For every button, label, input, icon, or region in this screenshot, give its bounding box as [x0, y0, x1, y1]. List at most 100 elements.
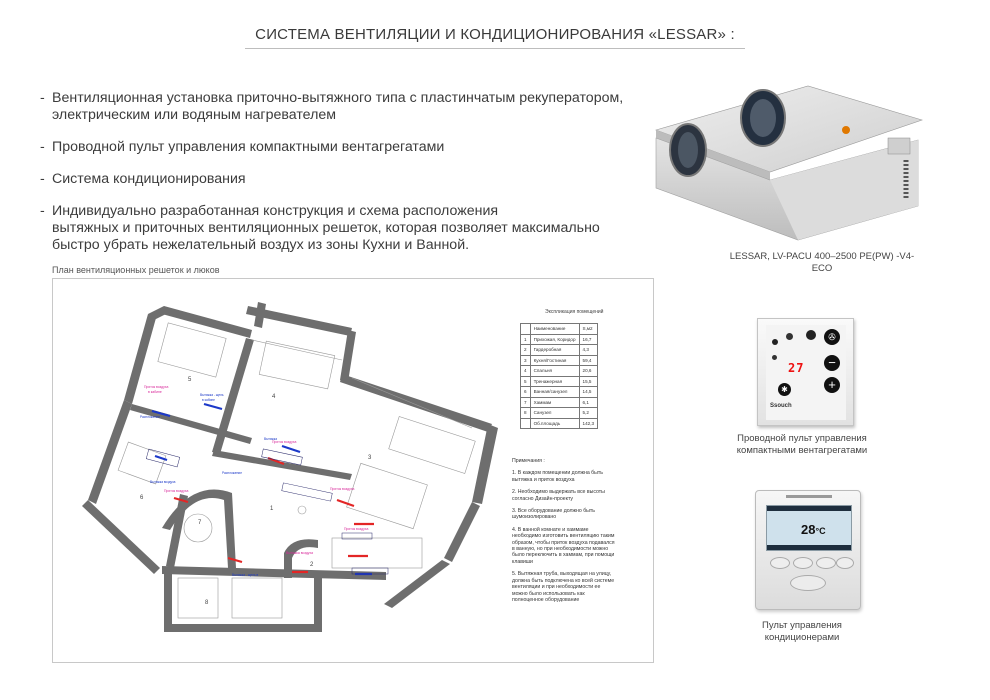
explication-title: Экспликация помещений: [545, 309, 604, 315]
feature-text: Система кондиционирования: [52, 171, 246, 187]
table-cell: 142,3: [578, 417, 599, 429]
table-cell: 8: [520, 407, 531, 419]
table-cell: 5,2: [578, 407, 599, 419]
fan-icon: ✇: [824, 329, 840, 345]
table-cell: 59,4: [578, 354, 599, 366]
ac-display-footer: [767, 545, 851, 550]
ventilation-panel-caption: Проводной пульт управления компактными в…: [736, 433, 868, 456]
feature-item: -Проводной пульт управления компактными …: [40, 139, 640, 156]
ac-button[interactable]: [790, 575, 826, 591]
ac-button[interactable]: [836, 557, 854, 569]
feature-item: -Система кондиционирования: [40, 171, 640, 188]
plan-caption: План вентиляционных решеток и люков: [52, 265, 220, 275]
indicator-dot: [786, 333, 793, 340]
svg-text:Вытяжка - щель в: Вытяжка - щель в: [232, 573, 258, 577]
unit-caption: LESSAR, LV-PACU 400–2500 PE(PW) -V4-ECO: [729, 251, 915, 274]
svg-text:Распложение: Распложение: [140, 415, 160, 419]
feature-text: Вентиляционная установка приточно-вытяжн…: [52, 90, 624, 123]
room-number: 2: [310, 562, 314, 568]
table-cell: Об.площадь: [529, 417, 580, 429]
note-item: 5. Вытяжная труба, выходящая на улицу, д…: [512, 571, 615, 603]
svg-text:Вытяжка воздуха: Вытяжка воздуха: [150, 480, 176, 484]
table-cell: Хаммам: [529, 396, 580, 408]
ac-control-panel: 28°C: [755, 490, 861, 610]
table-cell: Кухня/Гостиная: [529, 354, 580, 366]
room-number: 1: [270, 506, 274, 512]
ac-display: 28°C: [766, 505, 852, 551]
note-item: 2. Необходимо выдержать все высоты согла…: [512, 489, 605, 502]
room-number: 6: [140, 495, 144, 501]
indicator-dot: [772, 355, 777, 360]
table-cell: 20,6: [578, 365, 599, 377]
svg-text:Приток воздуха: Приток воздуха: [144, 385, 168, 389]
indicator-dot: [772, 339, 778, 345]
room-number: 3: [368, 455, 372, 461]
table-cell: 5: [520, 375, 531, 387]
ac-button[interactable]: [793, 557, 813, 569]
plan-notes: Примечания : 1. В каждом помещении должн…: [512, 458, 640, 609]
svg-text:Приток воздуха: Приток воздуха: [164, 489, 188, 493]
ac-panel-caption: Пульт управления кондиционерами: [762, 620, 842, 643]
room-number: 8: [205, 600, 209, 606]
bullet-dash: -: [40, 171, 45, 187]
feature-list: -Вентиляционная установка приточно-вытяж…: [40, 90, 640, 269]
feature-item: -Индивидуально разработанная конструкция…: [40, 203, 640, 254]
room-number: 7: [198, 520, 202, 526]
table-cell: Наименование: [529, 323, 580, 335]
svg-text:в кабине: в кабине: [148, 390, 162, 394]
bullet-dash: -: [40, 139, 45, 155]
note-item: 3. Все оборудование должно быть шумоизол…: [512, 508, 595, 521]
fan-icon: ✱: [778, 383, 791, 396]
title-divider: [245, 48, 745, 49]
floor-plan-drawing: 1 2 3 4 5 6 7 8 Приток воздуха в кабине …: [82, 302, 498, 632]
table-cell: Гардеробная: [529, 344, 580, 356]
svg-text:Вытяжка - щель: Вытяжка - щель: [200, 393, 224, 397]
ac-temperature-unit: °C: [815, 526, 826, 536]
bullet-dash: -: [40, 203, 45, 219]
feature-item: -Вентиляционная установка приточно-вытяж…: [40, 90, 640, 124]
page-title: СИСТЕМА ВЕНТИЛЯЦИИ И КОНДИЦИОНИРОВАНИЯ «…: [255, 26, 735, 43]
ac-button[interactable]: [816, 557, 836, 569]
ac-button[interactable]: [770, 557, 790, 569]
table-cell: Санузел: [529, 407, 580, 419]
note-item: 1. В каждом помещении должна быть вытяжк…: [512, 470, 603, 483]
table-cell: 14,5: [578, 386, 599, 398]
svg-text:Вытяжка воздуха: Вытяжка воздуха: [286, 551, 313, 555]
bullet-dash: -: [40, 90, 45, 106]
brand-logo: Ssouch: [770, 403, 792, 409]
table-cell: Ванная/санузел: [529, 386, 580, 398]
table-cell: 3: [520, 354, 531, 366]
table-cell: Тренажерная: [529, 375, 580, 387]
svg-text:в кабине: в кабине: [202, 398, 215, 402]
table-header-row: Наименование S,м2: [520, 323, 599, 335]
plus-icon: +: [824, 377, 840, 393]
room-number: 5: [188, 377, 192, 383]
indicator-dot: [806, 330, 816, 340]
svg-text:Приток воздуха: Приток воздуха: [272, 440, 296, 444]
table-cell: 4: [520, 365, 531, 377]
table-cell: 6,1: [578, 396, 599, 408]
table-cell: [520, 417, 531, 429]
ventilation-unit-image: [655, 85, 923, 241]
ventilation-control-panel: ✇ 27 + − ✱ Ssouch: [757, 318, 854, 426]
ac-temperature-value: 28: [801, 522, 816, 537]
minus-icon: −: [824, 355, 840, 371]
svg-text:Вытяжка: Вытяжка: [264, 437, 277, 441]
table-cell: 2: [520, 344, 531, 356]
table-cell: 4,3: [578, 344, 599, 356]
panel-center-plate: ✇ 27 + − ✱ Ssouch: [766, 325, 846, 420]
table-cell: 7: [520, 396, 531, 408]
table-cell: [520, 323, 531, 335]
feature-text: Проводной пульт управления компактными в…: [52, 139, 445, 155]
note-item: 4. В ванной комнате и хаммаме необходимо…: [512, 526, 615, 565]
